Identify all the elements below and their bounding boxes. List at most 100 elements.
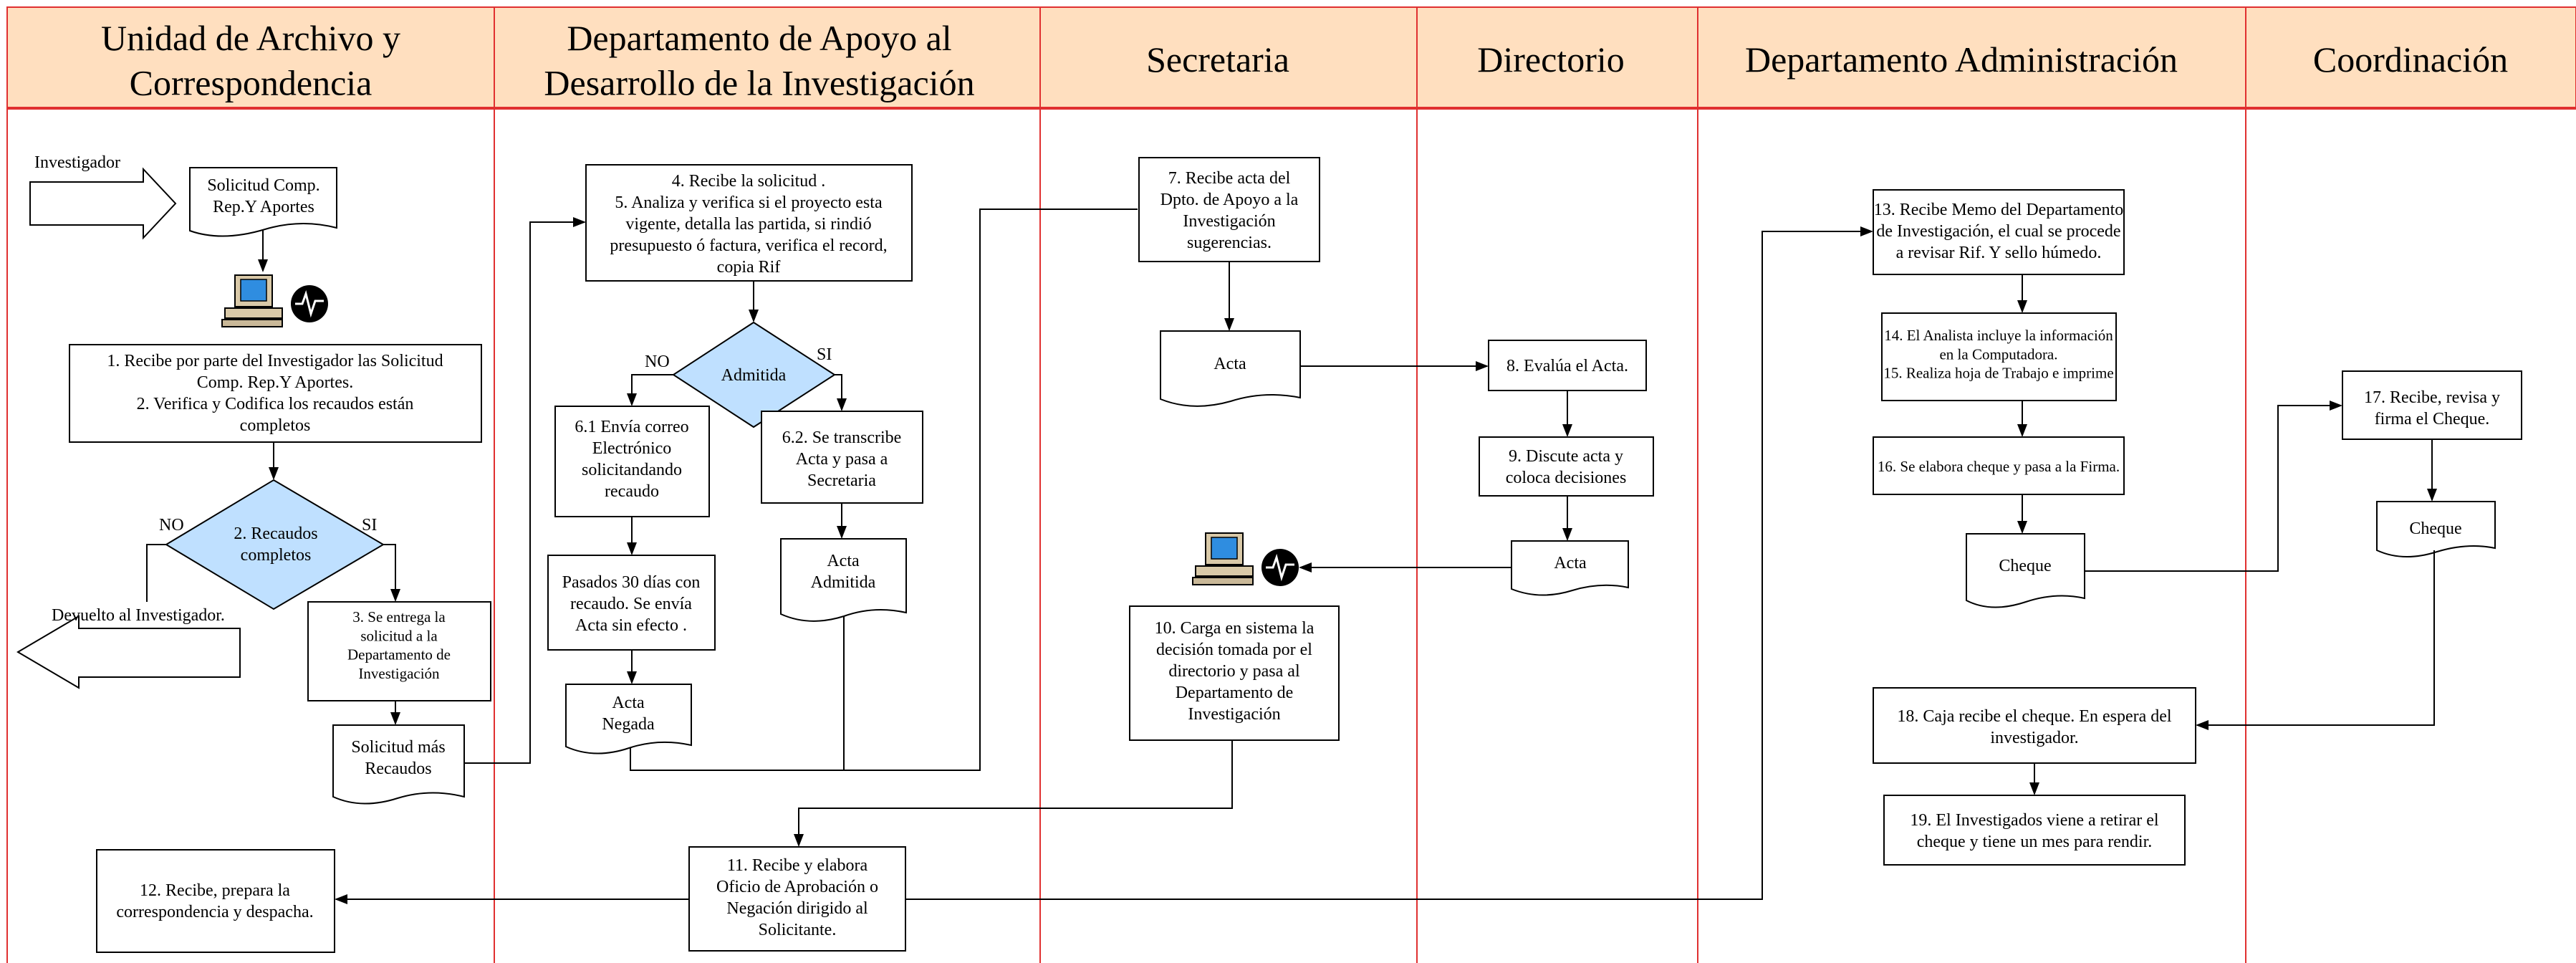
connectors (146, 209, 2437, 904)
text-line: correspondencia y despacha. (116, 903, 313, 921)
text-line: completos (240, 416, 311, 435)
step16-box (1873, 436, 2125, 495)
computer-icon (1192, 532, 1299, 586)
text-line: 4. Recibe la solicitud . (672, 172, 826, 191)
step16-text: 16. Se elabora cheque y pasa a la Firma. (1878, 458, 2120, 475)
lane-title-directorio: Directorio (1477, 39, 1624, 80)
step6-2-box (761, 411, 923, 504)
text-line: 6.1 Envía correo (575, 418, 688, 436)
text-line: 15. Realiza hoja de Trabajo e imprime (1883, 365, 2113, 382)
acta-directorio-document (1511, 540, 1629, 596)
acta-admitida-document (780, 538, 907, 622)
step1-box (69, 344, 482, 443)
solicitud-recaudos-document (332, 724, 465, 805)
text-line: Comp. Rep.Y Aportes. (197, 373, 353, 392)
step8-text: 8. Evalúa el Acta. (1506, 357, 1628, 375)
text-line: a revisar Rif. Y sello húmedo. (1896, 244, 2102, 262)
text-line: Directorio (1477, 39, 1624, 80)
text-line: 1. Recibe por parte del Investigador las… (107, 352, 443, 370)
text-line: Acta (1213, 355, 1246, 373)
swimlane-grid (6, 6, 2576, 963)
text-line: Acta y pasa a (796, 450, 888, 469)
step9-box (1479, 436, 1654, 497)
admitida-no-label: NO (645, 353, 670, 371)
acta-secretaria-document (1160, 330, 1301, 407)
lane-title-administracion: Departamento Administración (1745, 39, 2178, 80)
acta-negada-document (565, 684, 692, 754)
text-line: Desarrollo de la Investigación (544, 63, 974, 103)
admitida-text: Admitida (721, 366, 787, 385)
text-line: Solicitante. (759, 921, 837, 939)
text-line: 13. Recibe Memo del Departamento (1874, 201, 2124, 219)
text-line: Dpto. de Apoyo a la (1160, 191, 1299, 209)
text-line: Acta (827, 552, 860, 570)
acta-directorio-text: Acta (1554, 554, 1587, 572)
text-line: Recaudos (365, 760, 431, 778)
step13-text: 13. Recibe Memo del Departamento de Inves… (1874, 201, 2124, 262)
text-line: 6.2. Se transcribe (782, 428, 902, 447)
text-line: Departamento de (1176, 684, 1294, 702)
step18-text: 18. Caja recibe el cheque. En espera del… (1897, 707, 2171, 747)
text-line: en la Computadora. (1939, 345, 2057, 363)
text-line: solicitandando (582, 461, 682, 479)
step13-box (1873, 189, 2125, 275)
text-line: Investigación (1188, 705, 1280, 724)
lane-title-secretaria: Secretaria (1146, 39, 1289, 80)
text-line: Oficio de Aprobación o (716, 878, 878, 896)
text-line: 18. Caja recibe el cheque. En espera del (1897, 707, 2171, 726)
lane-title-coordinacion: Coordinación (2313, 39, 2508, 80)
text-line: copia Rif (717, 258, 781, 277)
text-line: 2. Verifica y Codifica los recaudos está… (137, 395, 414, 413)
step4-5-text: 4. Recibe la solicitud .5. Analiza y ver… (610, 172, 887, 277)
step3-box (307, 601, 491, 701)
text-line: 2. Recaudos (234, 524, 317, 543)
decision2-text: 2. Recaudos completos (234, 524, 317, 565)
cheque-coord-document (2376, 501, 2496, 557)
text-line: Departamento de Apoyo al (567, 18, 951, 58)
text-line: sugerencias. (1187, 234, 1272, 252)
text-line: Correspondencia (130, 63, 373, 103)
text-line: Acta (1554, 554, 1587, 572)
cheque-coord-text: Cheque (2409, 519, 2461, 538)
decision2-diamond (165, 479, 385, 610)
step6-1-box (554, 406, 710, 517)
solicitud-document (189, 167, 337, 237)
text-line: completos (241, 546, 312, 565)
text-line: Departamento de (347, 646, 451, 663)
text-line: Investigación (358, 665, 440, 682)
text-line: 3. Se entrega la (352, 608, 446, 626)
text-line: Cheque (1999, 557, 2051, 575)
text-line: Solicitud más (351, 738, 445, 757)
text-line: Unidad de Archivo y (101, 18, 400, 58)
step11-box (688, 846, 906, 952)
text-line: directorio y pasa al (1168, 662, 1300, 681)
text-line: recaudo. Se envía (570, 595, 692, 613)
text-line: investigador. (1990, 729, 2078, 747)
text-line: Coordinación (2313, 39, 2508, 80)
header-band (6, 6, 2576, 108)
text-line: de Investigación, el cual se procede (1876, 222, 2120, 241)
acta-secretaria-text: Acta (1213, 355, 1246, 373)
text-line: Electrónico (592, 439, 672, 458)
text-line: 11. Recibe y elabora (727, 856, 868, 875)
step19-box (1883, 795, 2186, 866)
text-line: Pasados 30 días con (562, 573, 701, 592)
decision2-si-label: SI (362, 516, 377, 535)
text-line: Solicitud Comp. (207, 176, 319, 195)
text-line: 7. Recibe acta del (1168, 169, 1291, 188)
text-line: Acta sin efecto . (575, 616, 687, 635)
text-line: Acta (612, 694, 645, 712)
step12-box (96, 849, 335, 953)
step1-text: 1. Recibe por parte del Investigador las… (107, 352, 443, 435)
admitida-diamond (672, 321, 836, 428)
